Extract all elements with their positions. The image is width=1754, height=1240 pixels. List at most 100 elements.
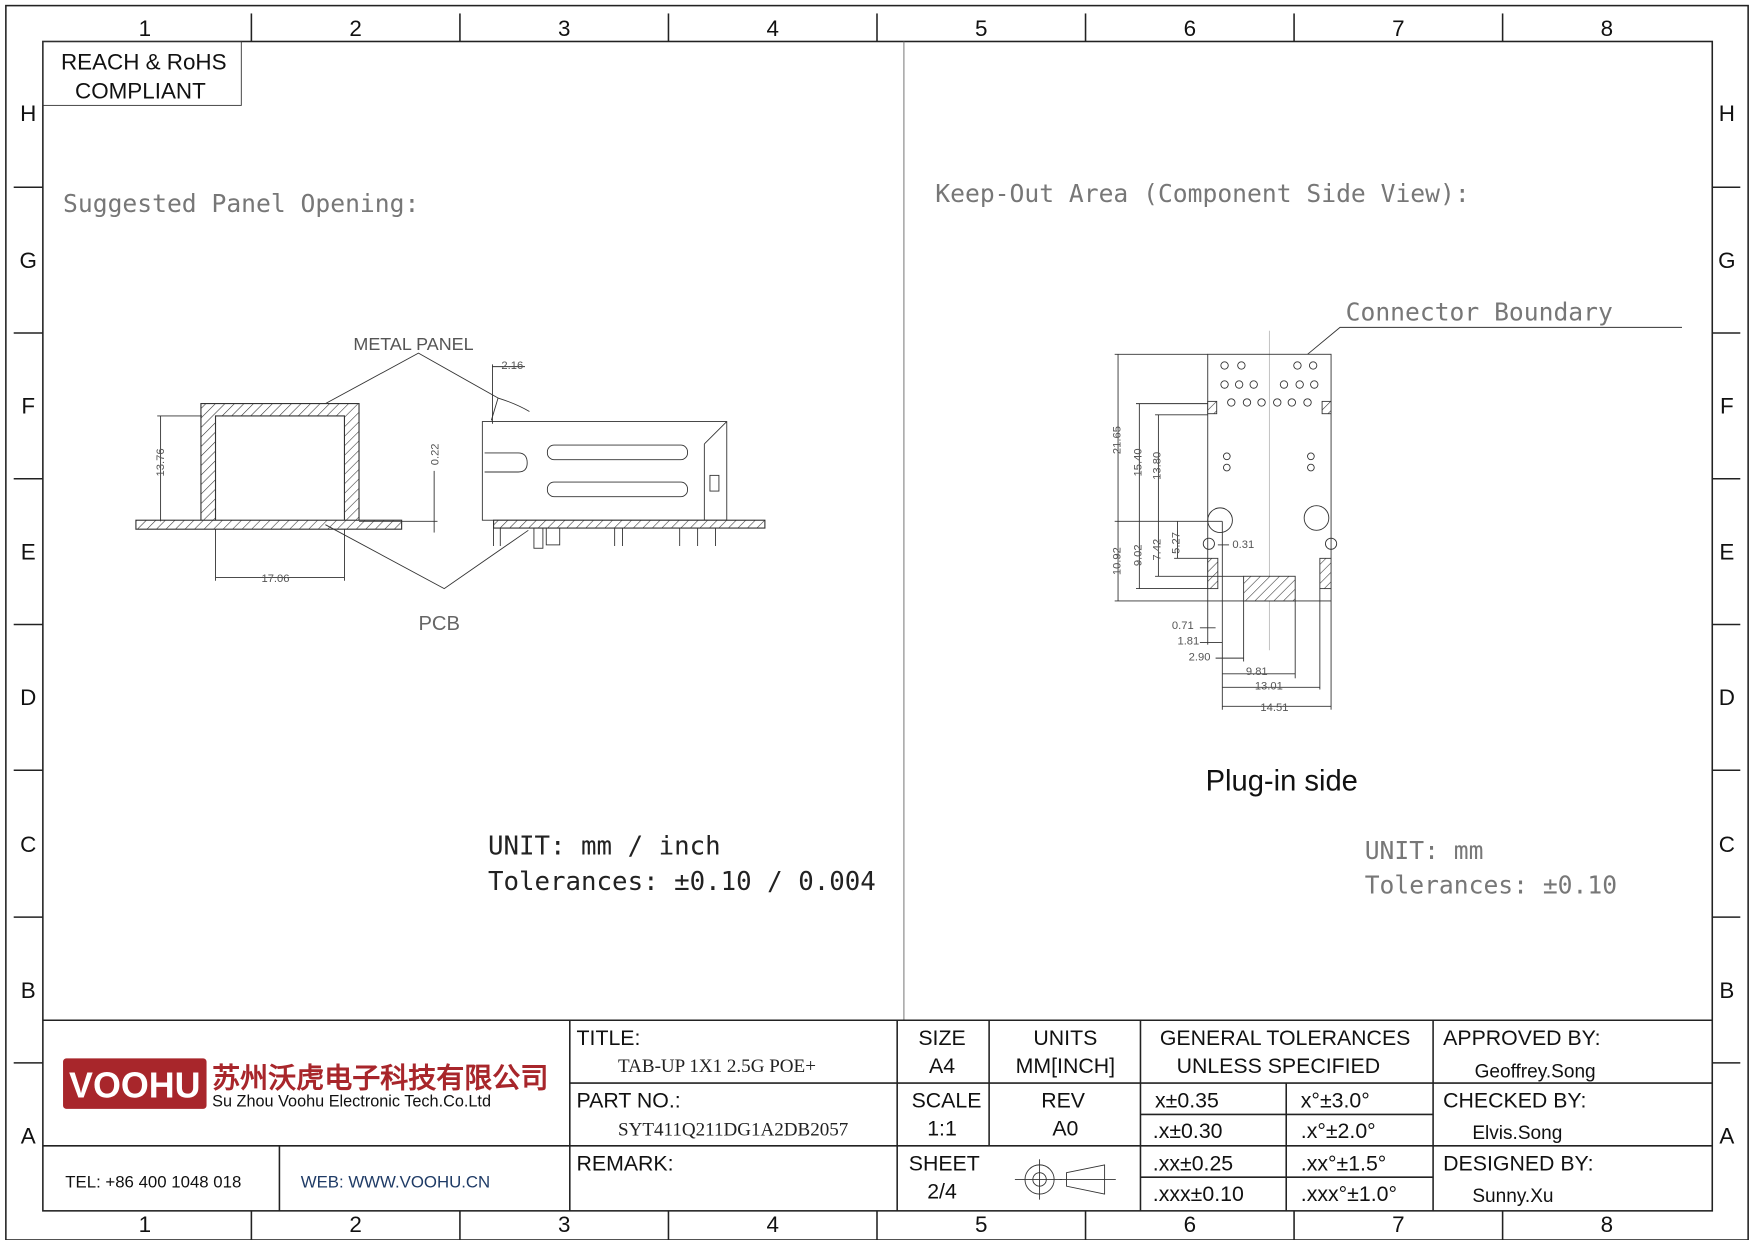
col-label: 8 <box>1601 1212 1613 1237</box>
right-unit: UNIT: mm <box>1365 836 1484 865</box>
size-label: SIZE <box>918 1026 965 1050</box>
row-label: B <box>21 978 36 1003</box>
dim-0-71: 0.71 <box>1172 620 1194 632</box>
scale-label: SCALE <box>912 1089 982 1113</box>
col-label: 3 <box>558 1212 570 1237</box>
compliance-line1: REACH & RoHS <box>61 50 227 75</box>
tolerance-angular: .xxx°±1.0° <box>1301 1182 1397 1206</box>
row-label: E <box>1719 539 1734 564</box>
projection-symbol-icon <box>1014 1159 1116 1200</box>
sheet-value: 2/4 <box>927 1180 957 1204</box>
compliance-box <box>42 41 242 106</box>
sheet-label: SHEET <box>909 1151 980 1175</box>
row-label: A <box>1719 1124 1734 1149</box>
left-view-heading: Suggested Panel Opening: <box>63 189 419 218</box>
row-label: G <box>20 248 37 273</box>
connector-boundary-label: Connector Boundary <box>1346 298 1613 327</box>
approved-label: APPROVED BY: <box>1443 1026 1600 1050</box>
compliance-line2: COMPLIANT <box>75 79 206 104</box>
checked-label: CHECKED BY: <box>1443 1089 1586 1113</box>
remark-label: REMARK: <box>577 1151 674 1175</box>
col-label: 4 <box>766 16 778 41</box>
company-name-en: Su Zhou Voohu Electronic Tech.Co.Ltd <box>212 1093 491 1111</box>
title-value: TAB-UP 1X1 2.5G POE+ <box>618 1056 816 1077</box>
dim-1-81: 1.81 <box>1177 636 1199 648</box>
right-view-heading: Keep-Out Area (Component Side View): <box>935 179 1469 208</box>
row-label: F <box>1720 394 1734 419</box>
dim-14-51: 14.51 <box>1260 702 1288 714</box>
dim-10-92: 10.92 <box>1111 547 1123 575</box>
row-label: G <box>1718 248 1735 273</box>
col-label: 6 <box>1184 1212 1196 1237</box>
dim-13-01: 13.01 <box>1255 681 1283 693</box>
row-label: H <box>20 101 36 126</box>
dim-width: 17.06 <box>261 573 289 585</box>
row-label: A <box>21 1124 36 1149</box>
row-label: D <box>1719 685 1735 710</box>
outer-border <box>5 4 1749 1240</box>
dim-9-81: 9.81 <box>1246 666 1268 678</box>
tolerance-angular: .x°±2.0° <box>1301 1119 1376 1143</box>
col-label: 3 <box>558 16 570 41</box>
dim-2-90: 2.90 <box>1189 651 1211 663</box>
dim-0-31: 0.31 <box>1232 539 1254 551</box>
col-label: 1 <box>139 16 151 41</box>
col-label: 5 <box>975 1212 987 1237</box>
general-tolerances-line1: GENERAL TOLERANCES <box>1160 1026 1411 1050</box>
dim-panel: 2.16 <box>501 360 523 372</box>
title-label: TITLE: <box>577 1026 641 1050</box>
company-name-cn: 苏州沃虎电子科技有限公司 <box>212 1063 548 1094</box>
row-label: D <box>20 685 36 710</box>
left-unit: UNIT: mm / inch <box>488 831 721 861</box>
plug-in-side-caption: Plug-in side <box>1206 765 1358 797</box>
row-label: C <box>1719 832 1735 857</box>
col-label: 8 <box>1601 16 1613 41</box>
scale-value: 1:1 <box>927 1117 957 1141</box>
approved-value: Geoffrey.Song <box>1475 1061 1596 1082</box>
part-no-label: PART NO.: <box>577 1089 681 1113</box>
size-value: A4 <box>929 1054 955 1078</box>
row-label: C <box>20 832 36 857</box>
dim-5-27: 5.27 <box>1171 532 1183 554</box>
col-label: 1 <box>139 1212 151 1237</box>
col-label: 2 <box>349 1212 361 1237</box>
col-label: 4 <box>766 1212 778 1237</box>
col-label: 2 <box>349 16 361 41</box>
grid-ticks <box>13 13 1741 1240</box>
dim-gap: 0.22 <box>430 443 442 465</box>
dim-7-42: 7.42 <box>1152 539 1164 561</box>
units-label: UNITS <box>1033 1026 1097 1050</box>
col-label: 6 <box>1184 16 1196 41</box>
right-tolerances: Tolerances: ±0.10 <box>1365 871 1617 900</box>
col-label: 7 <box>1392 1212 1404 1237</box>
row-label: B <box>1719 978 1734 1003</box>
logo-text: VOOHU <box>69 1066 201 1106</box>
rev-value: A0 <box>1052 1117 1078 1141</box>
row-label: F <box>21 394 35 419</box>
metal-panel-label: METAL PANEL <box>353 334 473 354</box>
dim-21-65: 21.65 <box>1111 426 1123 454</box>
tolerance-linear: .xxx±0.10 <box>1153 1182 1244 1206</box>
dim-15-40: 15.40 <box>1133 448 1145 476</box>
general-tolerances-line2: UNLESS SPECIFIED <box>1177 1054 1381 1078</box>
dim-9-02: 9.02 <box>1133 544 1145 566</box>
designed-label: DESIGNED BY: <box>1443 1151 1593 1175</box>
dim-13-80: 13.80 <box>1152 452 1164 480</box>
units-value: MM[INCH] <box>1016 1054 1115 1078</box>
part-no-value: SYT411Q211DG1A2DB2057 <box>618 1120 848 1141</box>
tel: TEL: +86 400 1048 018 <box>65 1172 241 1191</box>
checked-value: Elvis.Song <box>1472 1123 1562 1144</box>
web-link[interactable]: WEB: WWW.VOOHU.CN <box>301 1172 490 1191</box>
tolerance-linear: .x±0.30 <box>1153 1119 1223 1143</box>
title-block-lines <box>42 1019 1713 1211</box>
tolerance-linear: .xx±0.25 <box>1153 1151 1233 1175</box>
left-tolerances: Tolerances: ±0.10 / 0.004 <box>488 867 876 897</box>
tolerance-linear: x±0.35 <box>1155 1089 1219 1113</box>
company-logo: VOOHU <box>63 1058 207 1109</box>
panel-opening-drawing: 13.76 17.06 0.22 2.16 <box>135 352 766 590</box>
col-label: 7 <box>1392 16 1404 41</box>
rev-label: REV <box>1041 1089 1086 1113</box>
tolerance-angular: x°±3.0° <box>1301 1089 1370 1113</box>
designed-value: Sunny.Xu <box>1472 1186 1553 1207</box>
